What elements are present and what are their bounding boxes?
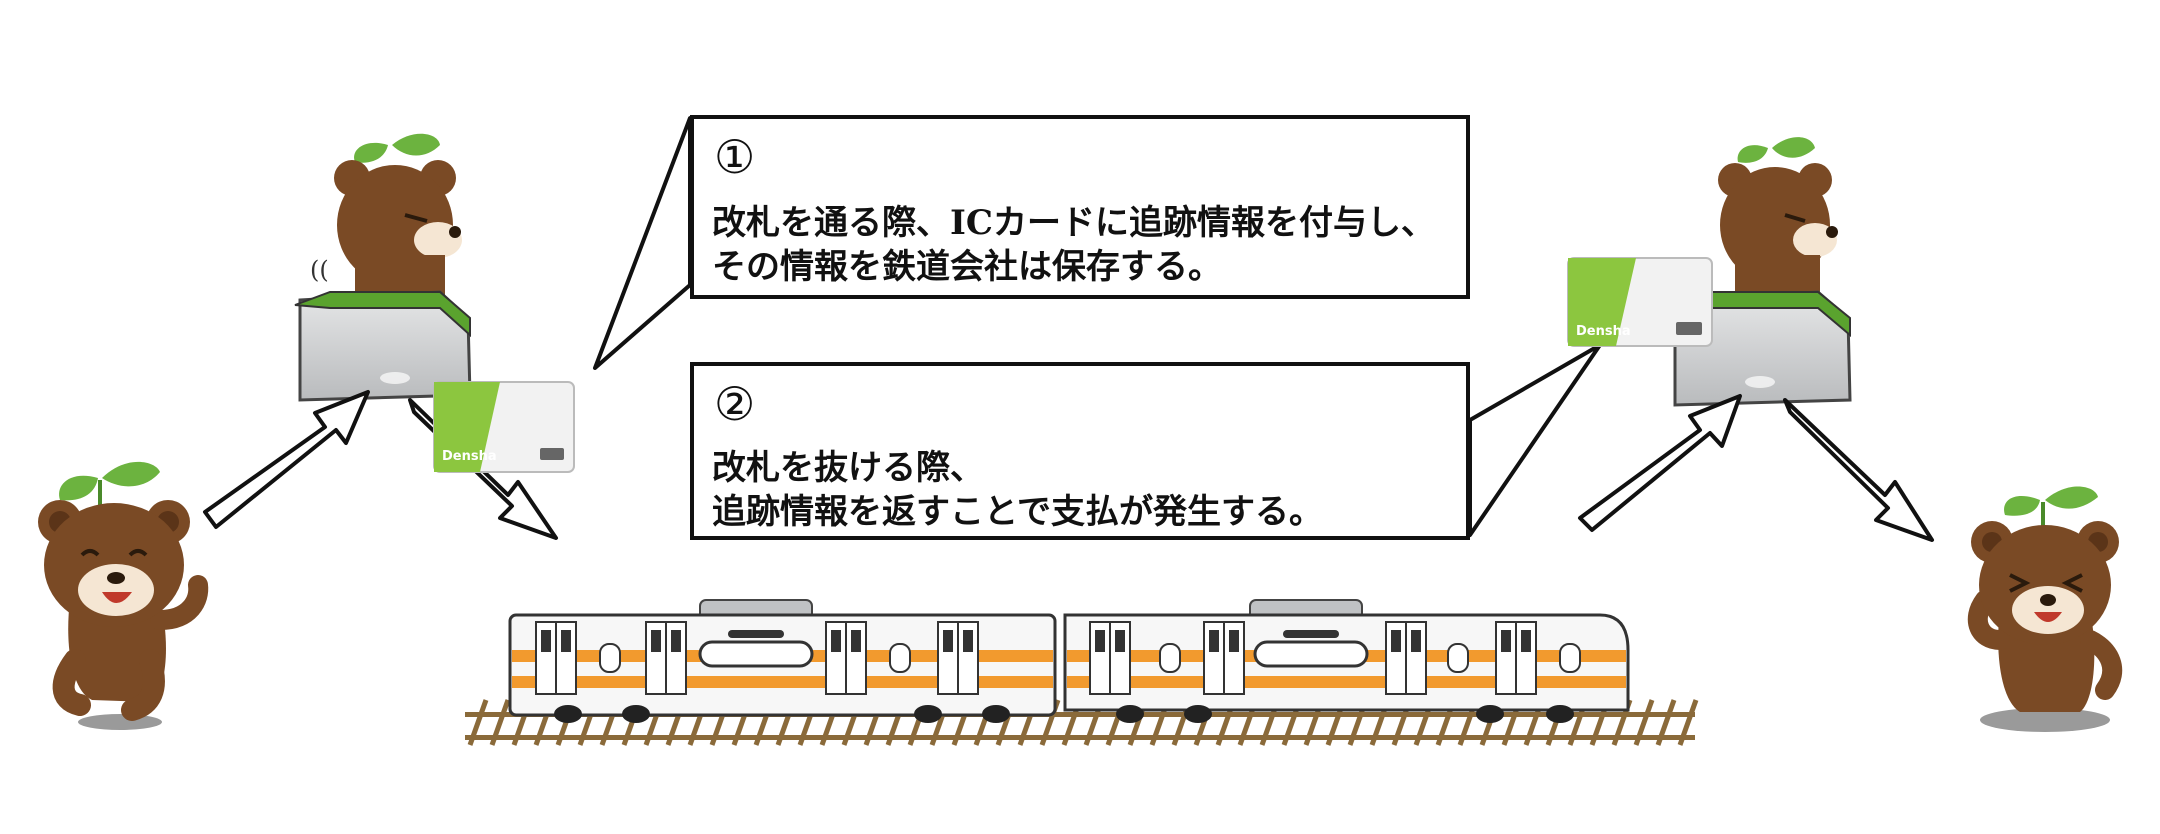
rail-tie [1677, 699, 1699, 746]
rail-tie [1633, 699, 1655, 746]
callout-box-1: ① 改札を通る際、ICカードに追跡情報を付与し、 その情報を鉄道会社は保存する。 [690, 115, 1470, 299]
train-icon [508, 599, 1630, 723]
bear-left-icon [38, 461, 209, 730]
callout-2-line-1: 改札を抜ける際、 [712, 448, 984, 488]
callout-box-2: ② 改札を抜ける際、 追跡情報を返すことで支払が発生する。 [690, 362, 1470, 540]
ticket-gate-right-icon [1669, 137, 1852, 407]
arrow-down-left-icon [408, 398, 558, 540]
rail-tie [1655, 699, 1677, 746]
callout-2-pointer [1468, 343, 1602, 537]
callout-2-text: 改札を抜ける際、 追跡情報を返すことで支払が発生する。 [712, 446, 1323, 534]
bear-right-icon [1967, 486, 2123, 732]
arrow-down-right-icon [1783, 398, 1934, 542]
callout-1-number: ① [714, 130, 756, 184]
card-brand-left: Densha [442, 449, 497, 464]
ic-card-right-icon: Densha [1567, 257, 1713, 347]
callout-2-line-2: 追跡情報を返すことで支払が発生する。 [712, 492, 1323, 532]
arrow-up-right-icon [1578, 394, 1742, 532]
train-wheel [1184, 705, 1212, 723]
callout-1-line-1: 改札を通る際、ICカードに追跡情報を付与し、 [712, 203, 1435, 243]
train-wheel [1476, 705, 1504, 723]
train-window [698, 640, 814, 668]
callout-1-text: 改札を通る際、ICカードに追跡情報を付与し、 その情報を鉄道会社は保存する。 [712, 201, 1435, 289]
rail-tie [467, 699, 489, 746]
callout-2-number: ② [714, 377, 756, 431]
train-wheel [1546, 705, 1574, 723]
train-wheel [982, 705, 1010, 723]
train-wheel [554, 705, 582, 723]
callout-1-pointer [593, 116, 692, 370]
card-brand-right: Densha [1576, 324, 1631, 339]
ic-card-left-icon: Densha [433, 381, 575, 473]
train-wheel [622, 705, 650, 723]
train-wheel [1116, 705, 1144, 723]
svg-text:((: (( [310, 256, 329, 284]
callout-1-line-2: その情報を鉄道会社は保存する。 [712, 247, 1222, 287]
arrow-up-left-icon [203, 390, 370, 529]
rail-tie [489, 699, 511, 746]
train-wheel [914, 705, 942, 723]
ticket-gate-left-icon: (( [294, 133, 472, 402]
train-window [1253, 640, 1369, 668]
